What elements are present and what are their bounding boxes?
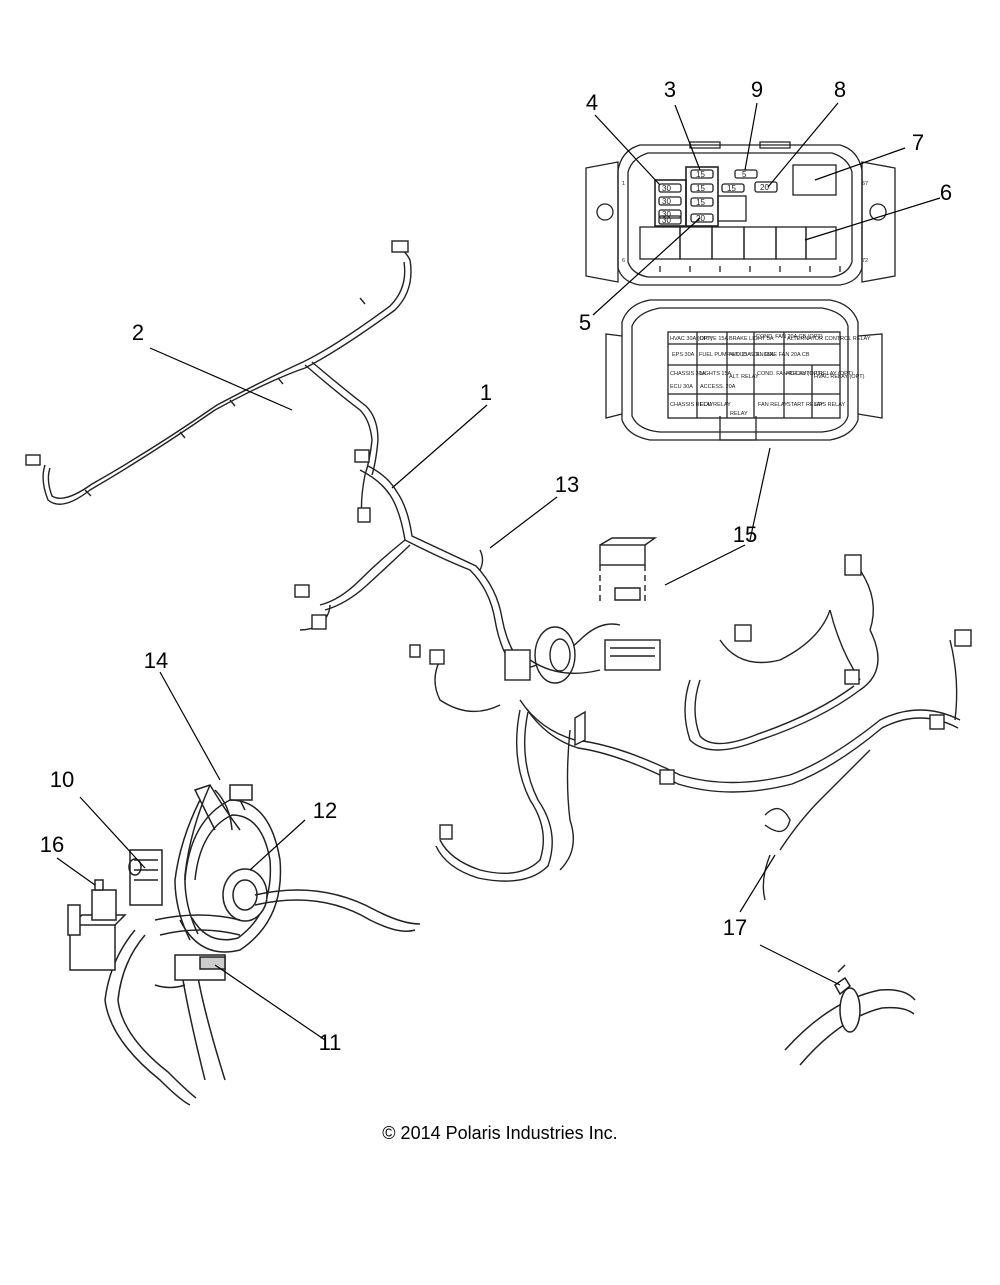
harness-1 <box>294 465 523 671</box>
cover-cell: COND. FAN RELAY (OPT) <box>757 371 823 377</box>
cover-cell: EPS RELAY <box>815 402 845 408</box>
cover-cell: START RELAY <box>787 402 824 408</box>
side-label: 72 <box>862 258 868 264</box>
cover-cell: AC CLUTCH RELAY (OPT) <box>786 371 853 377</box>
callout-11: 11 <box>319 1030 342 1055</box>
fuse-label: 15 <box>696 170 705 179</box>
callout-4: 4 <box>586 90 598 115</box>
callout-3: 3 <box>664 77 676 102</box>
callout-7: 7 <box>912 130 924 155</box>
cover-cell: DRIVE 15A <box>700 336 728 342</box>
harness-main <box>409 537 972 901</box>
callout-13: 13 <box>555 472 579 497</box>
harness-2 <box>25 240 412 523</box>
leader-lines <box>56 102 941 1041</box>
callout-labels: 1 2 3 4 5 6 7 8 9 10 11 12 13 14 15 16 1… <box>40 77 952 1055</box>
cover-cell: LIGHTS 15A <box>700 371 732 377</box>
callout-12: 12 <box>313 798 337 823</box>
cover-cell: BRAKE LIGHT 5A <box>729 336 774 342</box>
fuse-box-cover <box>605 299 883 441</box>
cover-cell: RELAY <box>730 411 748 417</box>
fuse-label: 30 <box>662 210 671 219</box>
cover-cell: FAN RELAY <box>758 402 788 408</box>
fuse-box-open <box>585 141 896 286</box>
cover-cell: ACCESS. 20A <box>700 384 736 390</box>
callout-5: 5 <box>579 310 591 335</box>
side-label: 1 <box>622 181 625 187</box>
callout-10: 10 <box>50 767 74 792</box>
fuse-label: 20 <box>696 214 705 223</box>
callout-15: 15 <box>733 522 757 547</box>
cover-cell: ECU 30A <box>670 384 693 390</box>
callout-2: 2 <box>132 320 144 345</box>
callout-6: 6 <box>940 180 952 205</box>
cover-cell: FUEL PUMP HOLD. SOL. 15A <box>699 352 774 358</box>
cover-cell: HVAC 30A (OPT) <box>670 336 713 342</box>
copyright-notice: © 2014 Polaris Industries Inc. <box>382 1123 618 1143</box>
fuse-label: 30 <box>662 184 671 193</box>
fuse-label: 15 <box>696 198 705 207</box>
cover-cell: ALT. RELAY <box>729 374 759 380</box>
fuse-label: 15 <box>727 184 736 193</box>
cover-cell: CHASSIS RELAY <box>670 402 714 408</box>
cover-cell: ALT. 15A <box>729 352 751 358</box>
fuse-label: 15 <box>696 184 705 193</box>
fuse-box-cover-labels: HVAC 30A (OPT) DRIVE 15A BRAKE LIGHT 5A … <box>670 334 871 417</box>
fuse-label: 5 <box>742 170 747 179</box>
cover-cell: EPS 30A <box>672 352 695 358</box>
fuse-label: 20 <box>760 183 769 192</box>
fuse-label: 30 <box>662 197 671 206</box>
cover-cell: CHASSIS 30A <box>670 371 706 377</box>
side-label: 67 <box>862 181 868 187</box>
cover-cell: ECU RELAY <box>700 402 731 408</box>
callout-16: 16 <box>40 832 64 857</box>
callout-8: 8 <box>834 77 846 102</box>
cover-cell: ALTERNATOR CONTROL RELAY <box>787 336 871 342</box>
cover-cell: ENGINE FAN 20A CB <box>756 352 810 358</box>
cover-cell: COND. FAN 20A CB (OPT) <box>756 334 823 340</box>
cover-cell: HVAC RELAY (OPT) <box>814 374 865 380</box>
callout-14: 14 <box>144 648 168 673</box>
side-label: 6 <box>622 258 625 264</box>
fuse-box-open-labels: 30 30 30 30 15 15 15 20 5 15 20 67 72 1 … <box>622 170 868 264</box>
callout-9: 9 <box>751 77 763 102</box>
fuse-label: 30 <box>662 216 671 225</box>
callout-17: 17 <box>723 915 747 940</box>
harness-detail-17 <box>784 964 916 1066</box>
callout-1: 1 <box>480 380 492 405</box>
battery-relay-assembly <box>67 784 421 1106</box>
